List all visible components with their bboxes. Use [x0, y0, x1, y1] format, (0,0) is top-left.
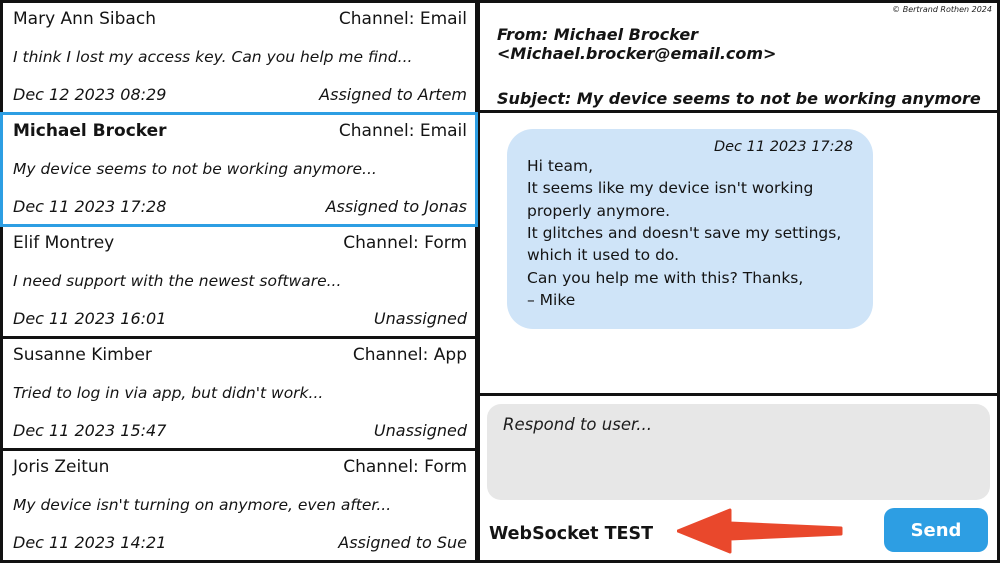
message-preview: Tried to log in via app, but didn't work…: [13, 384, 324, 402]
timestamp: Dec 11 2023 15:47: [13, 421, 167, 440]
message-bubble: Dec 11 2023 17:28 Hi team, It seems like…: [507, 129, 873, 330]
timestamp: Dec 11 2023 17:28: [13, 197, 167, 216]
contact-name: Michael Brocker: [13, 121, 167, 141]
channel-label: Channel: App: [352, 345, 467, 365]
message-preview: My device isn't turning on anymore, even…: [13, 496, 392, 514]
websocket-test-label: WebSocket TEST: [489, 524, 654, 544]
message-preview: I think I lost my access key. Can you he…: [13, 48, 413, 66]
channel-label: Channel: Form: [343, 457, 467, 477]
assignment-label: Unassigned: [373, 309, 467, 328]
message-timestamp: Dec 11 2023 17:28: [713, 139, 853, 155]
message-preview: I need support with the newest software.…: [13, 272, 342, 290]
assignment-label: Unassigned: [373, 421, 467, 440]
message-body: Hi team, It seems like my device isn't w…: [527, 157, 842, 309]
channel-label: Channel: Email: [338, 121, 467, 141]
assignment-label: Assigned to Jonas: [325, 197, 467, 216]
timestamp: Dec 11 2023 16:01: [13, 309, 167, 328]
conversation-card-michael-selected[interactable]: Michael Brocker Channel: Email My device…: [0, 112, 478, 227]
respond-input[interactable]: [487, 404, 990, 500]
copyright-note: © Bertrand Rothen 2024: [892, 5, 992, 14]
channel-label: Channel: Form: [343, 233, 467, 253]
conversation-card-susanne[interactable]: Susanne Kimber Channel: App Tried to log…: [0, 336, 478, 451]
conversation-list: Mary Ann Sibach Channel: Email I think I…: [0, 0, 478, 563]
contact-name: Mary Ann Sibach: [13, 9, 156, 29]
message-thread: Dec 11 2023 17:28 Hi team, It seems like…: [477, 110, 1000, 396]
composer: WebSocket TEST Send: [477, 393, 1000, 563]
channel-label: Channel: Email: [338, 9, 467, 29]
send-button[interactable]: Send: [884, 508, 988, 552]
timestamp: Dec 11 2023 14:21: [13, 533, 167, 552]
conversation-card-joris[interactable]: Joris Zeitun Channel: Form My device isn…: [0, 448, 478, 563]
assignment-label: Assigned to Artem: [319, 85, 467, 104]
timestamp: Dec 12 2023 08:29: [13, 85, 167, 104]
conversation-detail: © Bertrand Rothen 2024 From: Michael Bro…: [477, 0, 1000, 563]
email-from: From: Michael Brocker <Michael.brocker@e…: [497, 25, 777, 63]
contact-name: Elif Montrey: [13, 233, 115, 253]
assignment-label: Assigned to Sue: [338, 533, 467, 552]
composer-actions: WebSocket TEST Send: [487, 500, 990, 554]
red-arrow-icon: [677, 508, 843, 554]
conversation-card-mary[interactable]: Mary Ann Sibach Channel: Email I think I…: [0, 0, 478, 115]
conversation-card-elif[interactable]: Elif Montrey Channel: Form I need suppor…: [0, 224, 478, 339]
email-header: © Bertrand Rothen 2024 From: Michael Bro…: [477, 0, 1000, 113]
email-subject: Subject: My device seems to not be worki…: [497, 89, 981, 108]
contact-name: Joris Zeitun: [13, 457, 110, 477]
message-preview: My device seems to not be working anymor…: [13, 160, 377, 178]
contact-name: Susanne Kimber: [13, 345, 152, 365]
